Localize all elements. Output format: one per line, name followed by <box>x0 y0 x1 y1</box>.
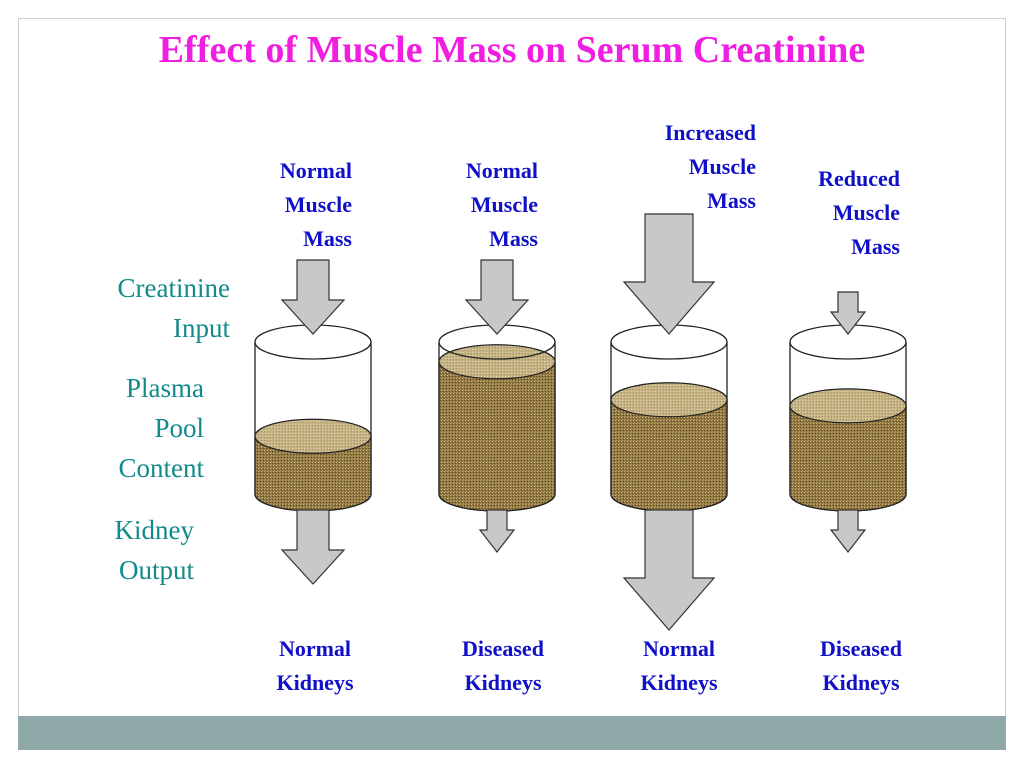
side-label-line: Creatinine <box>117 273 230 303</box>
slide-title: Effect of Muscle Mass on Serum Creatinin… <box>158 29 866 71</box>
creatinine-input-arrow <box>622 213 716 335</box>
top-label-line: Muscle <box>832 200 900 225</box>
bottom-label-line: Normal <box>642 636 716 661</box>
creatinine-input-arrow <box>280 259 346 335</box>
bottom-label-line: Kidneys <box>464 670 542 695</box>
side-label-plasma-pool-content: Plasma Pool Content <box>60 368 205 488</box>
bottom-label-line: Diseased <box>820 636 902 661</box>
column-2-top-label: Normal Muscle Mass <box>386 154 538 256</box>
top-label-line: Reduced <box>818 166 900 191</box>
top-label-line: Muscle <box>284 192 352 217</box>
side-label-line: Content <box>118 453 205 483</box>
top-label-line: Increased <box>664 120 756 145</box>
plasma-pool-surface <box>789 388 907 424</box>
column-3-bottom-label: Normal Kidneys <box>604 632 754 700</box>
bottom-label-line: Normal <box>278 636 352 661</box>
creatinine-input-arrow <box>829 291 867 335</box>
top-label-line: Normal <box>465 158 538 183</box>
side-label-line: Output <box>118 555 194 585</box>
footer-bar <box>18 716 1006 750</box>
bottom-label-line: Diseased <box>462 636 544 661</box>
column-2-bottom-label: Diseased Kidneys <box>428 632 578 700</box>
side-label-line: Plasma <box>126 373 204 403</box>
bottom-label-line: Kidneys <box>640 670 718 695</box>
column-1-top-label: Normal Muscle Mass <box>200 154 352 256</box>
kidney-output-arrow <box>478 509 516 553</box>
plasma-pool-surface <box>610 382 728 418</box>
top-label-line: Muscle <box>470 192 538 217</box>
column-2 <box>438 259 556 553</box>
top-label-line: Mass <box>489 226 538 251</box>
plasma-pool-surface <box>254 418 372 454</box>
top-label-line: Normal <box>279 158 352 183</box>
column-4 <box>789 291 907 553</box>
side-label-kidney-output: Kidney Output <box>60 510 194 590</box>
side-label-line: Kidney <box>114 515 194 545</box>
plasma-pool-surface <box>438 344 556 380</box>
kidney-output-arrow <box>280 509 346 585</box>
plasma-pool-fluid <box>438 361 556 512</box>
column-1 <box>254 259 372 585</box>
kidney-output-arrow <box>829 509 867 553</box>
top-label-line: Mass <box>707 188 756 213</box>
side-label-line: Pool <box>154 413 204 443</box>
column-4-bottom-label: Diseased Kidneys <box>786 632 936 700</box>
creatinine-input-arrow <box>464 259 530 335</box>
side-label-line: Input <box>173 313 230 343</box>
column-3 <box>610 213 728 631</box>
column-1-bottom-label: Normal Kidneys <box>240 632 390 700</box>
top-label-line: Mass <box>303 226 352 251</box>
column-3-top-label: Increased Muscle Mass <box>604 116 756 218</box>
top-label-line: Mass <box>851 234 900 259</box>
top-label-line: Muscle <box>688 154 756 179</box>
kidney-output-arrow <box>622 509 716 631</box>
bottom-label-line: Kidneys <box>276 670 354 695</box>
column-4-top-label: Reduced Muscle Mass <box>748 162 900 264</box>
side-label-creatinine-input: Creatinine Input <box>60 268 230 348</box>
bottom-label-line: Kidneys <box>822 670 900 695</box>
